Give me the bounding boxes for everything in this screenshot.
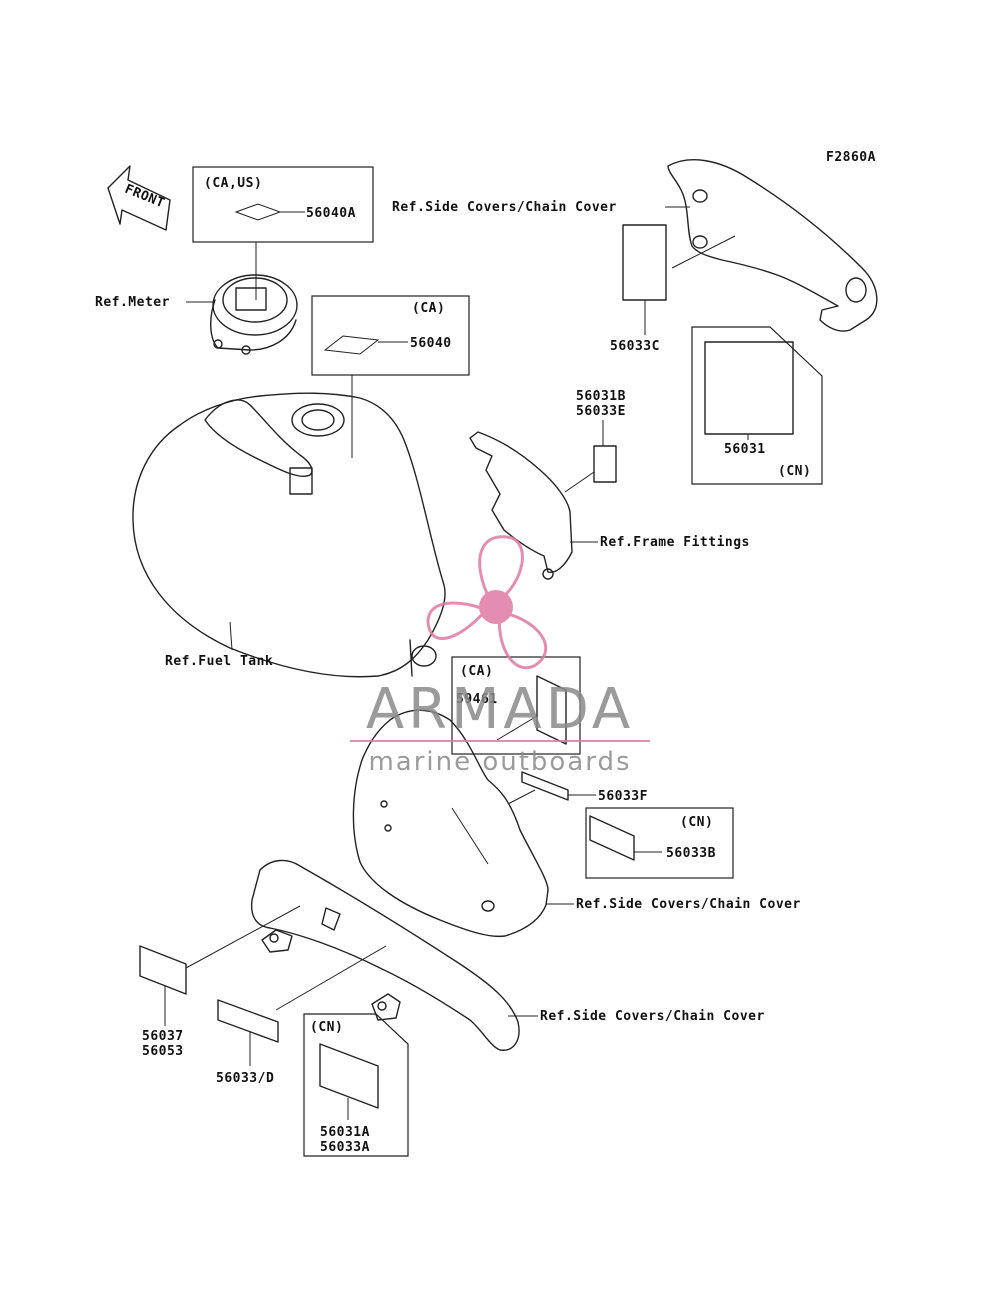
meter-part	[210, 274, 298, 355]
box-region-label: (CN)	[778, 464, 811, 479]
ref-side-covers-top-label: Ref.Side Covers/Chain Cover	[392, 200, 617, 215]
chain-cover-bottom-part	[185, 859, 520, 1051]
part-number-56031: 56031	[724, 442, 766, 457]
part-number-56033d: 56033/D	[216, 1071, 274, 1086]
part-number-56033a: 56033A	[320, 1140, 370, 1155]
side-cover-part	[352, 709, 549, 938]
label-box-ca-1: (CA) 56040	[311, 295, 470, 458]
label-box-cn-3: (CN) 56031A 56033A	[303, 1013, 409, 1157]
chain-cover-top-part	[667, 159, 878, 332]
decal-56031b	[593, 445, 617, 483]
part-number-56033e: 56033E	[576, 404, 626, 419]
label-box-ca-us: (CA,US) 56040A	[192, 166, 374, 300]
ref-fuel-tank-label: Ref.Fuel Tank	[165, 654, 273, 669]
box-region-label: (CN)	[310, 1020, 343, 1035]
decal-56033c	[622, 224, 667, 301]
part-number-56037: 56037	[142, 1029, 184, 1044]
front-label: FRONT	[123, 182, 167, 212]
decal-56033f	[521, 771, 569, 801]
ref-meter-label: Ref.Meter	[95, 295, 170, 310]
ref-frame-fittings-label: Ref.Frame Fittings	[600, 535, 750, 550]
part-number-56040: 56040	[410, 336, 452, 351]
ref-side-covers-bottom-label: Ref.Side Covers/Chain Cover	[540, 1009, 765, 1024]
label-box-ca-2: (CA) 59461	[451, 656, 581, 755]
part-number-56033c: 56033C	[610, 339, 660, 354]
box-region-label: (CA,US)	[204, 176, 262, 191]
watermark-brand: ARMADA	[366, 677, 634, 742]
part-number-56031b: 56031B	[576, 389, 626, 404]
part-number-56033b: 56033B	[666, 846, 716, 861]
part-number-56031a: 56031A	[320, 1125, 370, 1140]
fuel-tank-part	[132, 392, 446, 678]
watermark-tagline: marine outboards	[368, 747, 631, 777]
figure-code: F2860A	[826, 150, 876, 165]
part-number-59461: 59461	[456, 692, 498, 707]
box-region-label: (CA)	[412, 301, 445, 316]
part-number-56033f: 56033F	[598, 789, 648, 804]
box-region-label: (CN)	[680, 815, 713, 830]
propeller-logo-icon	[426, 535, 548, 670]
decal-56033d	[217, 999, 279, 1043]
decal-56037	[139, 945, 187, 995]
armada-watermark: ARMADA marine outboards	[350, 535, 650, 777]
ref-side-covers-mid-label: Ref.Side Covers/Chain Cover	[576, 897, 801, 912]
part-number-56053: 56053	[142, 1044, 184, 1059]
front-arrow-icon: FRONT	[107, 165, 171, 231]
label-box-cn-1: 56031 (CN)	[691, 326, 823, 485]
part-number-56040a: 56040A	[306, 206, 356, 221]
frame-fittings-part	[469, 431, 573, 580]
box-region-label: (CA)	[460, 664, 493, 679]
label-box-cn-2: (CN) 56033B	[585, 807, 734, 879]
